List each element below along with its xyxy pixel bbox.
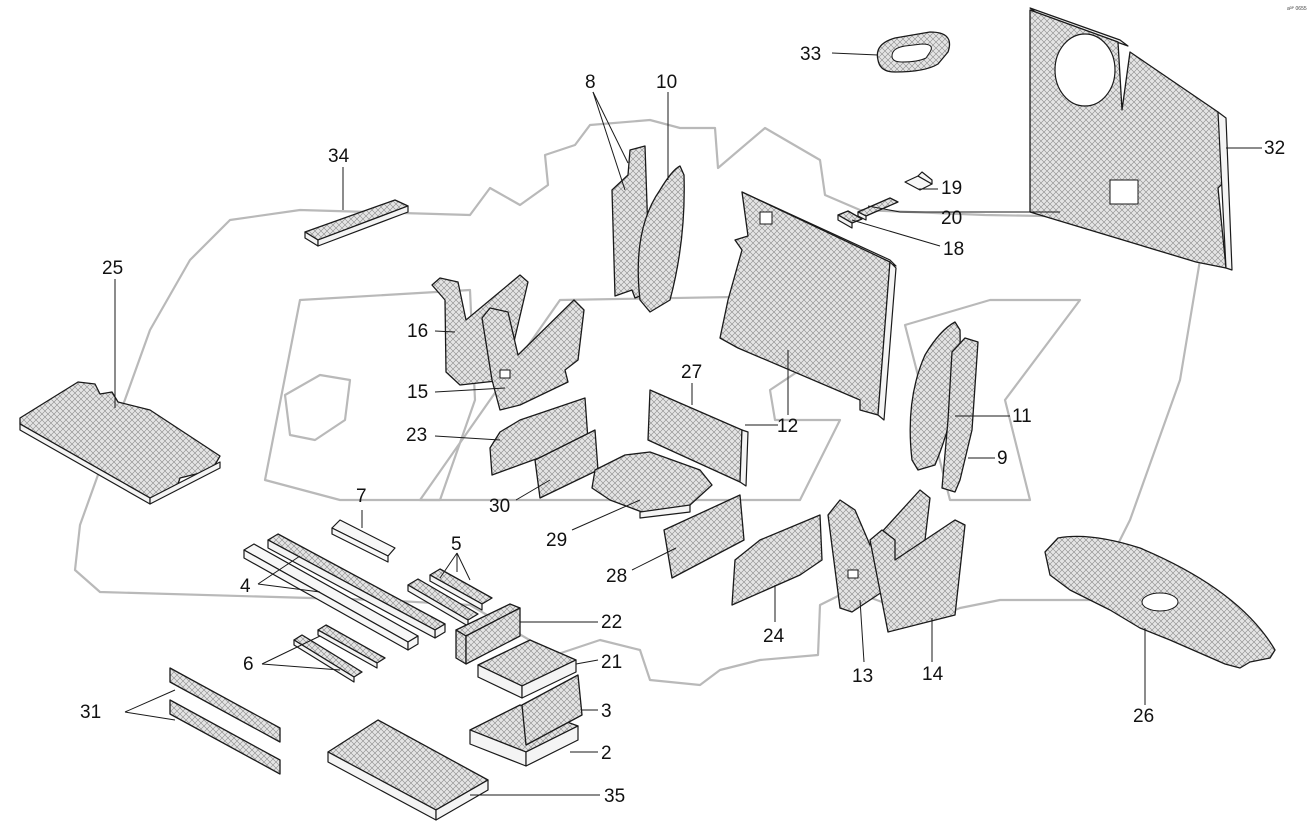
part-35-mat [327,719,489,821]
callout-34: 34 [328,146,350,167]
part-24-panel [731,514,823,606]
callout-33: 33 [800,44,821,65]
part-29-floor [591,451,713,519]
callout-12: 12 [777,416,798,437]
callout-5: 5 [451,534,462,555]
callout-4: 4 [240,576,251,597]
leader-lines [114,52,1262,796]
part-5-strip-b [407,578,479,627]
callout-31: 31 [80,702,101,723]
part-6-strip-a [317,624,386,669]
callout-35: 35 [604,786,625,807]
callout-32: 32 [1264,138,1285,159]
part-18-block [837,210,863,229]
part-15-panel [481,299,585,411]
callout-7: 7 [356,486,367,507]
callout-27: 27 [681,362,702,383]
callout-30: 30 [489,496,510,517]
part-5-strip-a [429,568,493,611]
part-4-strip-b [243,543,419,651]
part-21-block [477,639,577,699]
part-14-panel [869,519,966,633]
callout-22: 22 [601,612,622,633]
callout-14: 14 [922,664,944,685]
part-4-strip-a [267,533,446,639]
part-31-strip-a [169,667,281,743]
callout-16: 16 [407,321,428,342]
part-34-pad [304,199,409,247]
part-9-strip [941,337,979,493]
callout-18: 18 [943,239,964,260]
part-22-block [455,603,521,665]
callout-29: 29 [546,530,567,551]
callout-10: 10 [656,72,677,93]
part-26-curved-panel [1044,535,1276,669]
callout-3: 3 [601,701,612,722]
part-12-panel [719,191,897,421]
callout-8: 8 [585,72,596,93]
part-20-bar [857,197,899,221]
callout-25: 25 [102,258,123,279]
part-25-floor-mat [19,381,221,505]
part-31-strip-b [169,699,281,775]
callout-13: 13 [852,666,873,687]
callout-23: 23 [406,425,427,446]
callout-11: 11 [1012,406,1032,427]
callout-24: 24 [763,626,785,647]
part-33-gasket [876,31,951,73]
part-19-clip [904,171,933,191]
callout-28: 28 [606,566,627,587]
corner-mark: aᴰᴾ 0655 [1287,6,1307,12]
part-7-bar [331,519,396,563]
part-6-strip-b [293,634,363,683]
callout-9: 9 [997,448,1008,469]
callout-19: 19 [941,178,962,199]
callout-21: 21 [601,652,622,673]
part-10-curved-strip [637,165,685,313]
callout-6: 6 [243,654,254,675]
part-3-panel [521,674,583,746]
callout-20: 20 [941,208,962,229]
callout-2: 2 [601,743,612,764]
part-23-panel [489,397,589,476]
part-28-panel [663,494,745,579]
callout-15: 15 [407,382,428,403]
part-32-panel [1029,7,1233,271]
part-27-panel [647,389,749,487]
callout-26: 26 [1133,706,1154,727]
callout-labels: 33 32 34 25 8 10 19 20 18 16 15 27 12 11… [80,44,1285,807]
